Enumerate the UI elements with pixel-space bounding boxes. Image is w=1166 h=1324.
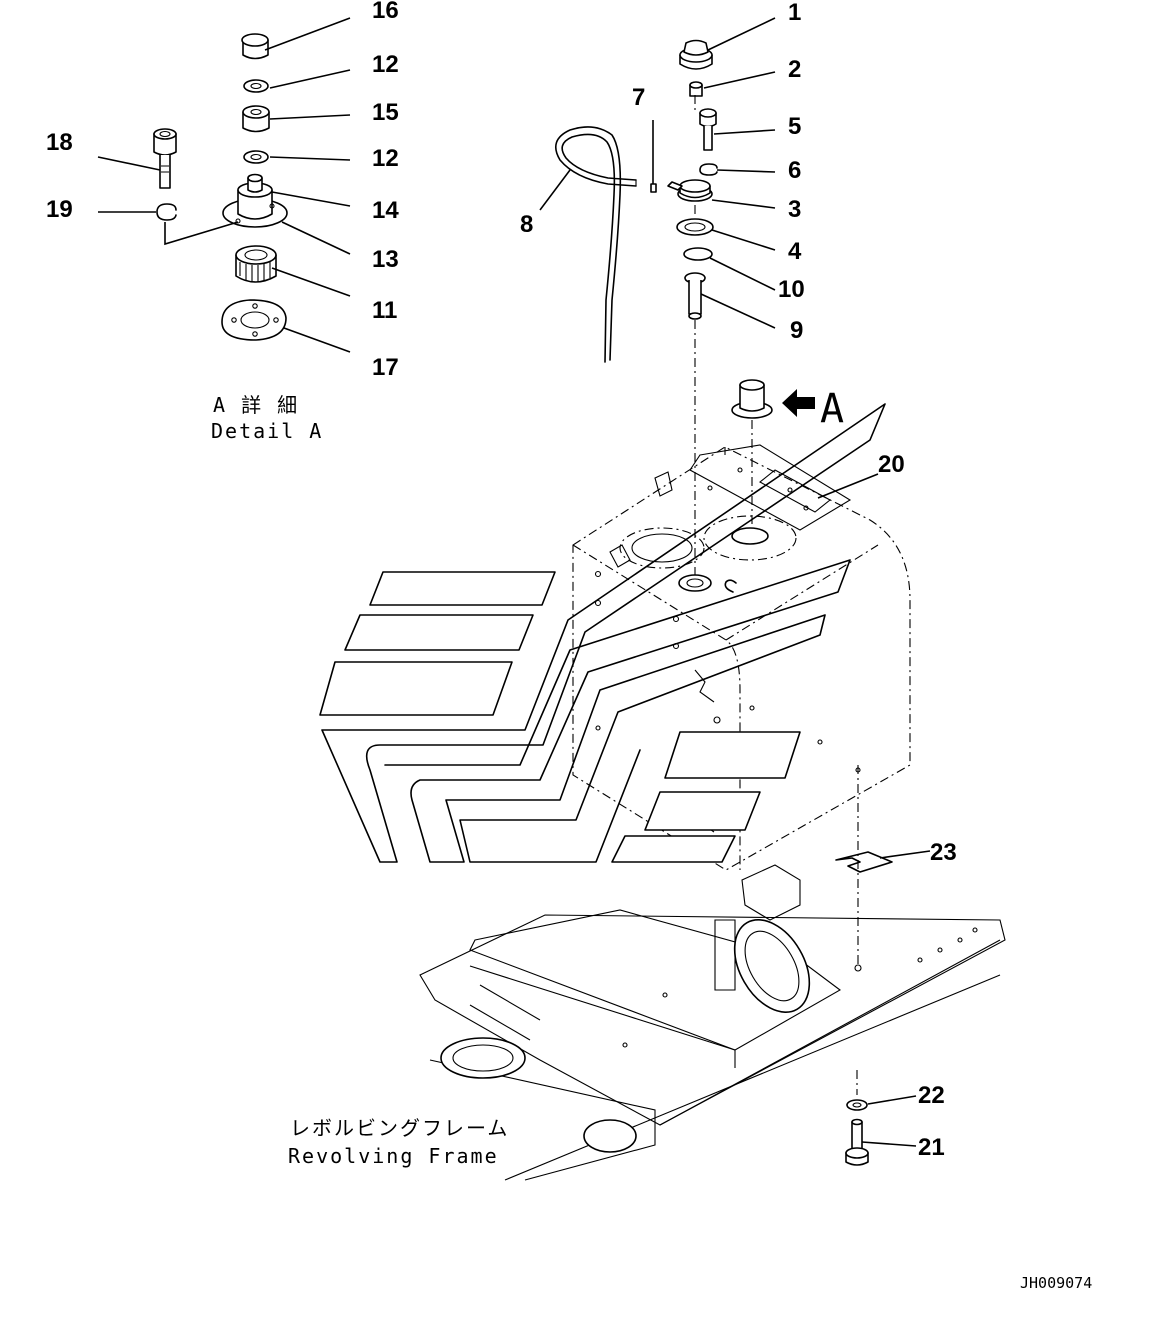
part-14-element [222, 173, 288, 228]
callout-3: 3 [788, 196, 801, 223]
callout-23: 23 [930, 839, 957, 866]
callout-19: 19 [46, 196, 73, 223]
frame-caption-en: Revolving Frame [288, 1144, 499, 1168]
frame-caption-jp: レボルビングフレーム [290, 1116, 509, 1140]
detail-caption-en: Detail A [211, 419, 323, 443]
detail-caption-jp: A 詳 細 [213, 393, 299, 417]
part-23-shim [835, 765, 931, 968]
part-1-cap [679, 39, 713, 70]
tank-decal-stripes [319, 403, 886, 863]
callout-8: 8 [520, 211, 533, 238]
filler-neck [731, 379, 773, 530]
callout-12-upper: 12 [372, 51, 399, 78]
callout-15: 15 [372, 99, 399, 126]
callout-9: 9 [790, 317, 803, 344]
callout-22: 22 [918, 1082, 945, 1109]
part-12-washer-upper [243, 79, 269, 93]
part-5-bolt [699, 108, 717, 151]
callout-17: 17 [372, 354, 399, 381]
view-arrow-a [782, 389, 815, 417]
callout-11: 11 [372, 297, 397, 324]
detail-a-view [97, 17, 351, 353]
part-12-washer-lower [243, 150, 269, 164]
part-18-bolt [153, 128, 177, 189]
callout-7: 7 [632, 84, 645, 111]
callout-21: 21 [918, 1134, 945, 1161]
callout-4: 4 [788, 238, 802, 265]
part-6-lockwasher [699, 163, 718, 176]
drawing-code: JH009074 [1020, 1274, 1092, 1292]
callout-10: 10 [778, 276, 805, 303]
callout-20: 20 [878, 451, 905, 478]
callout-14: 14 [372, 197, 399, 224]
revolving-frame [419, 864, 1006, 1181]
part-4-gasket [676, 218, 714, 236]
callout-6: 6 [788, 157, 801, 184]
callout-numbers: 16 12 15 12 14 13 11 17 18 19 1 2 5 6 3 … [46, 0, 957, 1161]
callout-1: 1 [788, 0, 801, 26]
part-17-gasket [221, 299, 287, 341]
part-22-washer [846, 1070, 917, 1111]
hydraulic-tank [319, 403, 911, 871]
part-19-lockwasher [156, 203, 177, 221]
part-3-filler [667, 179, 713, 202]
part-8-hose [554, 126, 637, 361]
callout-12-lower: 12 [372, 145, 399, 172]
part-7-clip [650, 183, 657, 193]
callout-5: 5 [788, 113, 801, 140]
callout-16: 16 [372, 0, 399, 24]
view-marker-a: A [820, 386, 844, 432]
callout-2: 2 [788, 56, 801, 83]
part-10-oring [683, 247, 713, 261]
part-21-bolt [845, 1118, 917, 1166]
part-15-nut [242, 105, 270, 133]
cap-assembly [539, 17, 776, 575]
part-9-strainer [684, 272, 706, 320]
part-11-strainer [235, 245, 277, 283]
part-16-cap [241, 33, 269, 60]
callout-18: 18 [46, 129, 73, 156]
callout-13: 13 [372, 246, 399, 273]
